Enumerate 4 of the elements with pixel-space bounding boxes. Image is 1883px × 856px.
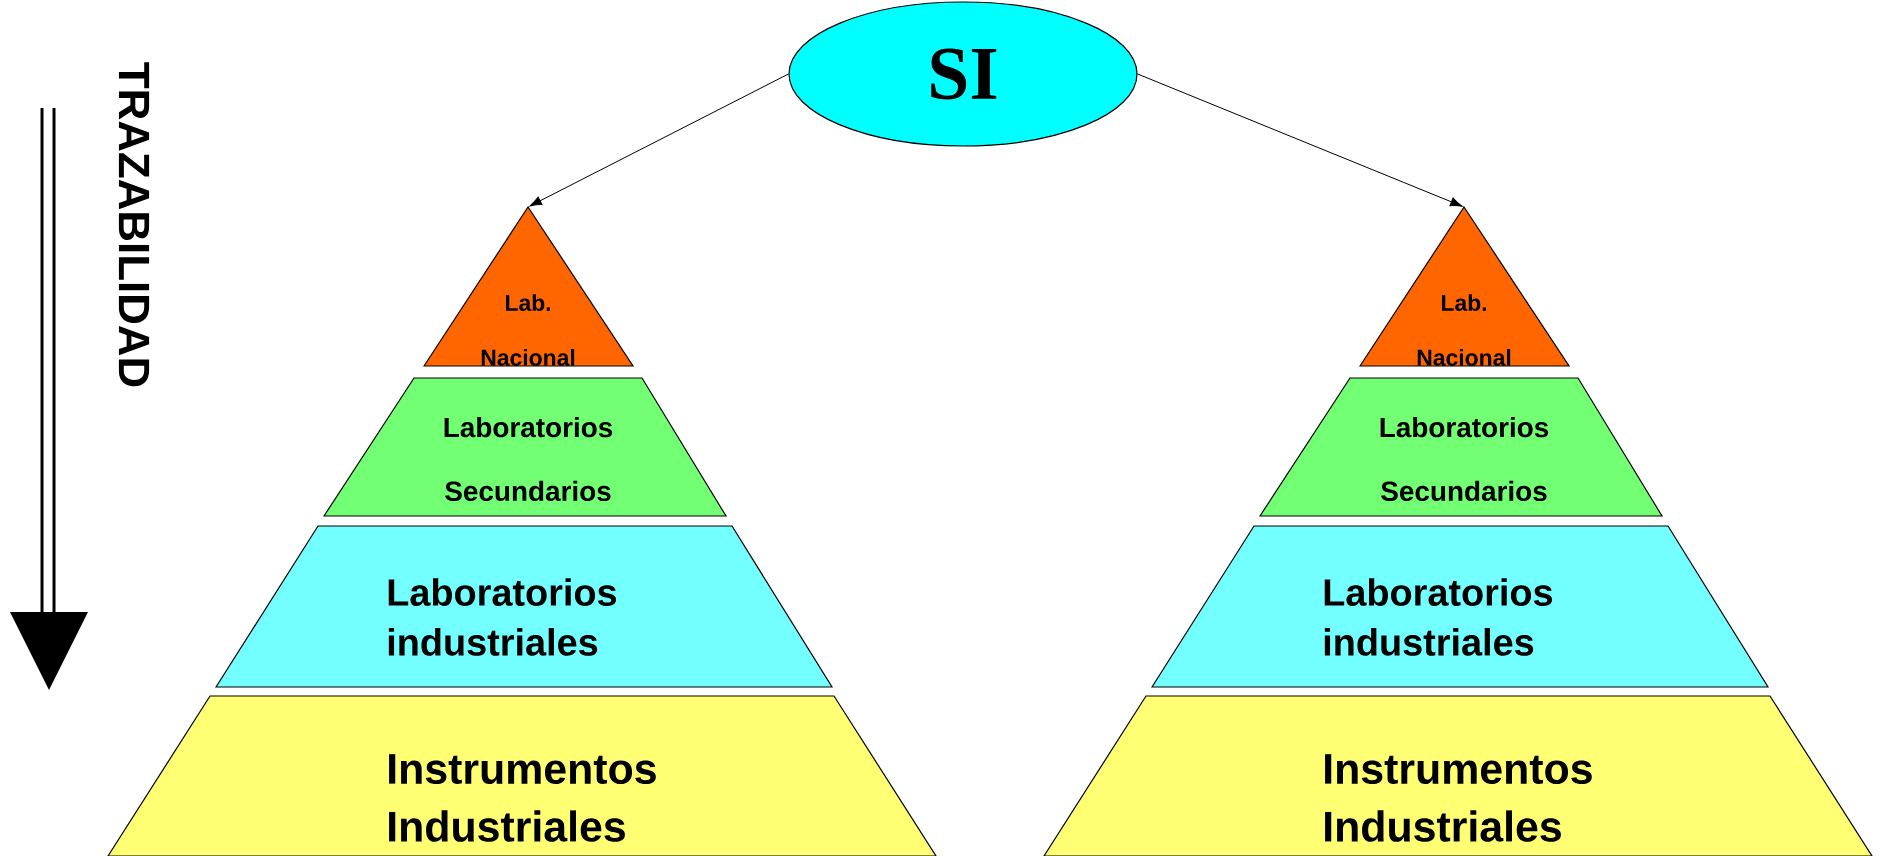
arrow xyxy=(1137,73,1463,207)
axis-label: TRAZABILIDAD xyxy=(118,62,150,387)
ellipse-node: SI xyxy=(788,1,1138,147)
arrow xyxy=(529,73,789,207)
